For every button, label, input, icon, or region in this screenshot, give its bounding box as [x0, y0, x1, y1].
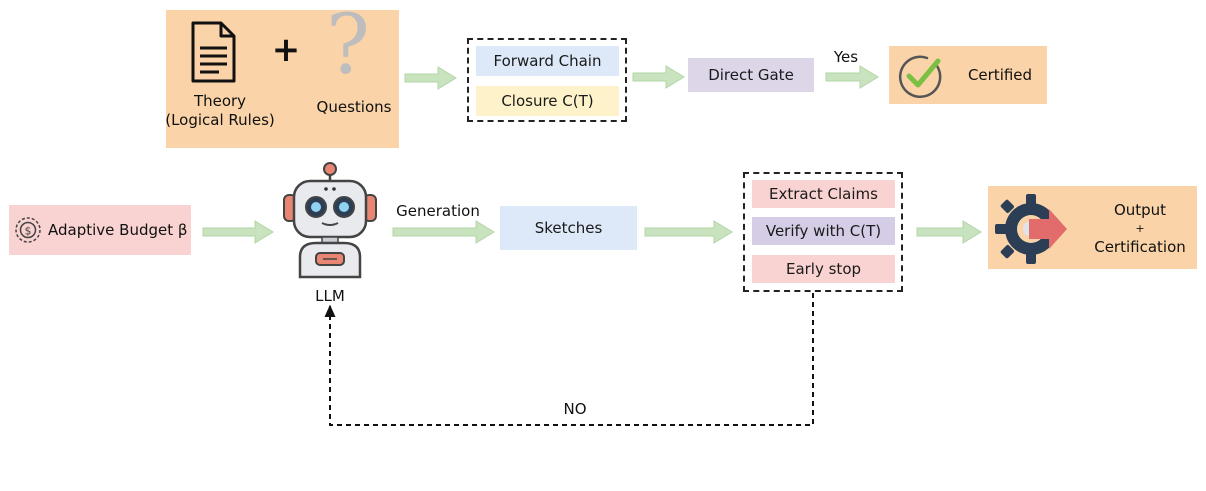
sketches-box: Sketches: [500, 206, 637, 250]
llm-label: LLM: [315, 287, 345, 305]
arrow-sketches-to-verify: [644, 220, 733, 244]
early-stop-box: Early stop: [752, 255, 895, 283]
theory-questions-panel: [166, 10, 399, 148]
svg-text:$: $: [25, 225, 32, 238]
forward-chain-box: Forward Chain: [476, 46, 619, 76]
theory-label: Theory: [193, 92, 247, 110]
adaptive-budget-label: Adaptive Budget β: [48, 221, 188, 239]
check-circle-icon: [898, 55, 942, 99]
output-label: Output: [1113, 201, 1167, 219]
certified-panel: [889, 46, 1047, 104]
plus-sign: +: [271, 30, 301, 70]
yes-label: Yes: [833, 48, 859, 66]
output-plus: +: [1135, 222, 1145, 235]
coin-icon: $: [15, 217, 41, 243]
verify-group: [743, 172, 903, 292]
arrow-budget-to-llm: [202, 220, 274, 244]
closure-box: Closure C(T): [476, 86, 619, 116]
robot-icon: [283, 162, 377, 279]
direct-gate-box: Direct Gate: [688, 58, 814, 92]
arrow-verify-to-output: [916, 220, 982, 244]
generation-label: Generation: [396, 202, 480, 220]
no-label: NO: [563, 400, 587, 418]
gear-arrow-icon: [995, 194, 1067, 264]
theory-sub-label: (Logical Rules): [165, 111, 275, 129]
extract-claims-box: Extract Claims: [752, 180, 895, 208]
arrow-closure-to-gate: [632, 65, 685, 89]
arrow-input-to-closure: [404, 66, 457, 90]
question-mark-icon: ?: [326, 0, 370, 93]
arrow-llm-to-sketches: [392, 220, 495, 244]
feedback-loop-arrow: [324, 293, 814, 426]
document-icon: [191, 21, 236, 83]
arrow-gate-to-certified: [825, 65, 879, 89]
certification-label: Certification: [1094, 238, 1186, 256]
verify-box: Verify with C(T): [752, 217, 895, 245]
closure-group: [467, 38, 627, 122]
certified-label: Certified: [967, 66, 1033, 84]
questions-label: Questions: [316, 98, 392, 116]
